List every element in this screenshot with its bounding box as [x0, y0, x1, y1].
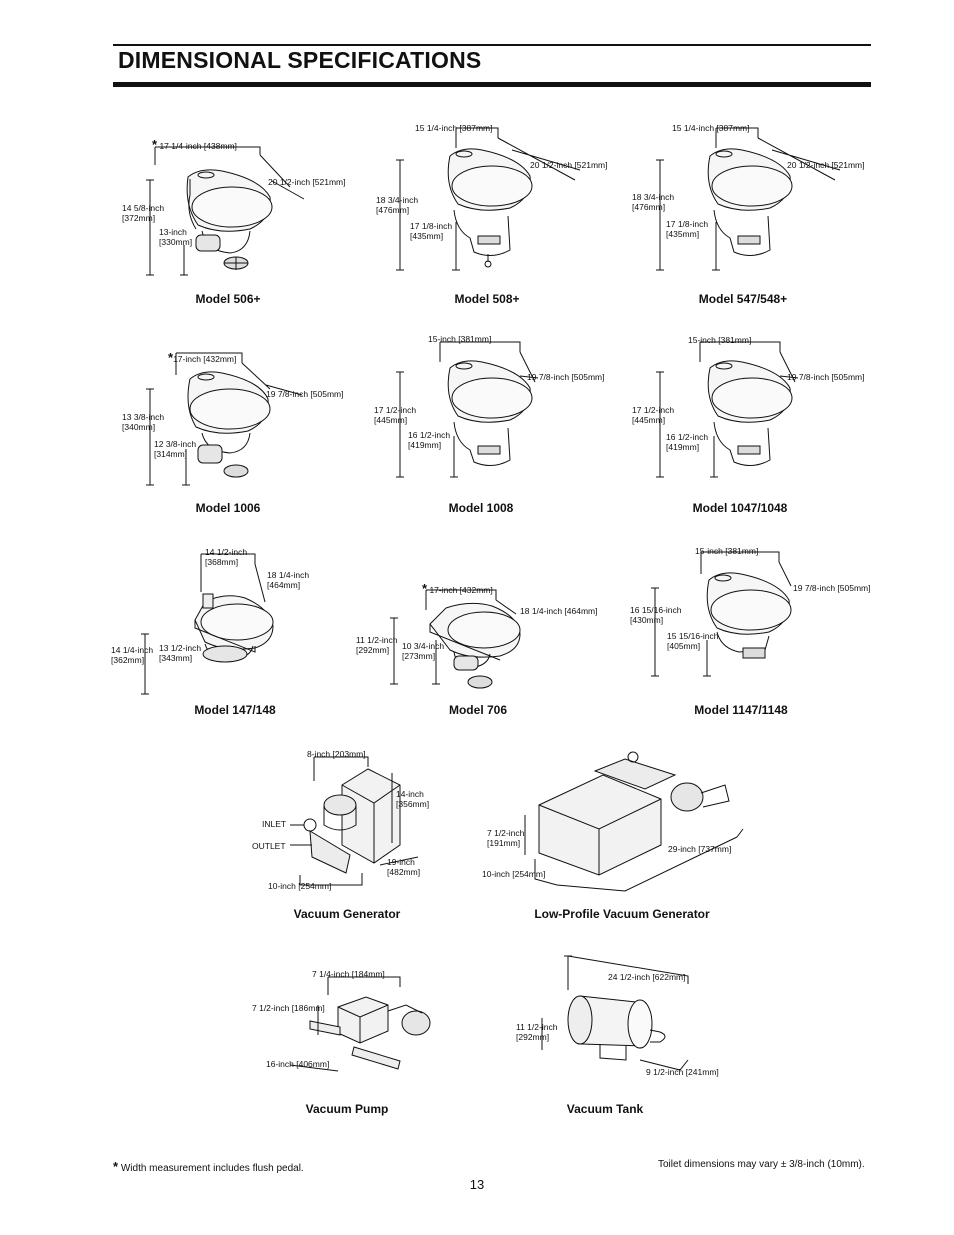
toilet-1147-icon	[651, 551, 792, 677]
vacuum-generator-icon	[290, 756, 419, 886]
caption-model-147-148: Model 147/148	[194, 703, 276, 717]
caption-model-1047-1048: Model 1047/1048	[692, 501, 788, 515]
caption-model-1008: Model 1008	[448, 501, 514, 515]
dim-length: 24 1/2-inch [622mm]	[608, 972, 686, 982]
dim-depth: 20 1/2-inch [521mm]	[268, 177, 346, 187]
toilet-508-icon	[396, 127, 581, 271]
vacuum-pump-icon	[289, 976, 431, 1072]
dim-height: 11 1/2-inch [292mm]	[356, 635, 398, 655]
dim-width: 15 1/4-inch [387mm]	[415, 123, 493, 133]
caption-model-1006: Model 1006	[195, 501, 261, 515]
page-title: DIMENSIONAL SPECIFICATIONS	[118, 47, 482, 73]
dim-height: 11 1/2-inch [292mm]	[516, 1022, 558, 1042]
dim-seat: 16 1/2-inch [419mm]	[408, 430, 451, 450]
model-706-diagram: * 17-inch [432mm] 18 1/4-inch [464mm] 11…	[350, 580, 610, 702]
dim-length: 16-inch [406mm]	[266, 1059, 330, 1069]
toilet-147-icon	[141, 553, 274, 695]
dim-height: 7 1/2-inch [186mm]	[252, 1003, 325, 1013]
vacuum-tank-diagram: 24 1/2-inch [622mm] 11 1/2-inch [292mm] …	[510, 950, 740, 1085]
dim-seat: 17 1/8-inch [435mm]	[666, 219, 709, 239]
toilet-547-icon	[656, 127, 841, 271]
dim-seat: 10 3/4-inch [273mm]	[402, 641, 445, 661]
page-number: 13	[469, 1177, 485, 1192]
dim-depth: 19 7/8-inch [505mm]	[787, 372, 865, 382]
model-147-148-diagram: 14 1/2-inch [368mm] 18 1/4-inch [464mm] …	[105, 542, 355, 702]
caption-model-706: Model 706	[448, 703, 508, 717]
dim-width: * 17 1/4-inch [438mm]	[152, 137, 237, 152]
dim-seat: 17 1/8-inch [435mm]	[410, 221, 453, 241]
dim-width: 10-inch [254mm]	[268, 881, 332, 891]
dim-height: 14 5/8-inch [372mm]	[122, 203, 165, 223]
caption-vacuum-generator: Vacuum Generator	[293, 907, 401, 921]
dim-seat: 12 3/8-inch [314mm]	[154, 439, 197, 459]
inlet-label: INLET	[262, 819, 287, 829]
toilet-706-icon	[390, 589, 521, 689]
model-547-548-diagram: 15 1/4-inch [387mm] 20 1/2-inch [521mm] …	[630, 120, 890, 290]
model-1006-diagram: *17-inch [432mm] 19 7/8-inch [505mm] 13 …	[110, 345, 360, 500]
dim-depth: 20 1/2-inch [521mm]	[787, 160, 865, 170]
dim-seat: 13 1/2-inch [343mm]	[159, 643, 202, 663]
model-506-diagram: * 17 1/4-inch [438mm] 20 1/2-inch [521mm…	[110, 135, 360, 290]
toilet-1006-icon	[146, 352, 303, 486]
model-508-diagram: 15 1/4-inch [387mm] 20 1/2-inch [521mm] …	[370, 120, 620, 290]
caption-vacuum-pump: Vacuum Pump	[305, 1102, 389, 1116]
vacuum-generator-diagram: 8-inch [203mm] 14-inch [356mm] 19-inch […	[250, 745, 450, 900]
dim-depth: 19 7/8-inch [505mm]	[793, 583, 871, 593]
dim-top: 8-inch [203mm]	[307, 749, 366, 759]
title-rule-top	[113, 44, 871, 46]
caption-model-506: Model 506+	[195, 292, 261, 306]
caption-model-547-548: Model 547/548+	[698, 292, 788, 306]
dim-width: 9 1/2-inch [241mm]	[646, 1067, 719, 1077]
dim-height: 16 15/16-inch [430mm]	[630, 605, 682, 625]
footnote-left: * Width measurement includes flush pedal…	[113, 1159, 304, 1174]
dim-width: *17-inch [432mm]	[168, 350, 237, 365]
vacuum-tank-icon	[541, 955, 689, 1071]
dim-width: 10-inch [254mm]	[482, 869, 546, 879]
model-1008-diagram: 15-inch [381mm] 19 7/8-inch [505mm] 17 1…	[370, 332, 620, 497]
dim-seat: 13-inch [330mm]	[159, 227, 193, 247]
dim-length: 29-inch [737mm]	[668, 844, 732, 854]
dim-depth: 19 7/8-inch [505mm]	[527, 372, 605, 382]
vacuum-pump-diagram: 7 1/4-inch [184mm] 7 1/2-inch [186mm] 16…	[250, 965, 450, 1075]
dim-width: 15-inch [381mm]	[695, 546, 759, 556]
dim-height: 17 1/2-inch [445mm]	[632, 405, 675, 425]
caption-model-1147-1148: Model 1147/1148	[694, 703, 788, 717]
toilet-1008-icon	[396, 341, 539, 478]
caption-model-508: Model 508+	[454, 292, 520, 306]
low-profile-generator-icon	[524, 751, 744, 892]
dim-depth: 19-inch [482mm]	[387, 857, 421, 877]
caption-vacuum-tank: Vacuum Tank	[566, 1102, 644, 1116]
toilet-1047-icon	[656, 341, 799, 478]
dim-height: 7 1/2-inch [191mm]	[487, 828, 525, 848]
dim-depth: 20 1/2-inch [521mm]	[530, 160, 608, 170]
dim-height: 13 3/8-inch [340mm]	[122, 412, 165, 432]
caption-low-profile-vacuum-generator: Low-Profile Vacuum Generator	[534, 907, 710, 921]
model-1047-1048-diagram: 15-inch [381mm] 19 7/8-inch [505mm] 17 1…	[630, 332, 890, 497]
dim-height: 14 1/4-inch [362mm]	[111, 645, 154, 665]
dim-height: 18 3/4-inch [476mm]	[632, 192, 675, 212]
dim-depth: 18 1/4-inch [464mm]	[520, 606, 598, 616]
dim-width: 15 1/4-inch [387mm]	[672, 123, 750, 133]
model-1147-1148-diagram: 15-inch [381mm] 19 7/8-inch [505mm] 16 1…	[625, 540, 885, 700]
dim-height: 17 1/2-inch [445mm]	[374, 405, 417, 425]
dim-depth: 19 7/8-inch [505mm]	[266, 389, 344, 399]
toilet-506-icon	[146, 146, 305, 276]
dim-height: 14-inch [356mm]	[396, 789, 430, 809]
dim-width: * 17-inch [432mm]	[422, 581, 493, 596]
dim-seat: 15 15/16-inch [405mm]	[667, 631, 719, 651]
dim-width: 15-inch [381mm]	[428, 334, 492, 344]
dim-width: 15-inch [381mm]	[688, 335, 752, 345]
dim-seat: 16 1/2-inch [419mm]	[666, 432, 709, 452]
low-profile-vacuum-generator-diagram: 7 1/2-inch [191mm] 10-inch [254mm] 29-in…	[475, 745, 765, 895]
outlet-label: OUTLET	[252, 841, 286, 851]
dim-depth: 18 1/4-inch [464mm]	[267, 570, 310, 590]
title-rule-bottom	[113, 82, 871, 87]
dim-height: 18 3/4-inch [476mm]	[376, 195, 419, 215]
dim-top: 7 1/4-inch [184mm]	[312, 969, 385, 979]
dim-width: 14 1/2-inch [368mm]	[205, 547, 248, 567]
footnote-right: Toilet dimensions may vary ± 3/8-inch (1…	[658, 1159, 865, 1170]
